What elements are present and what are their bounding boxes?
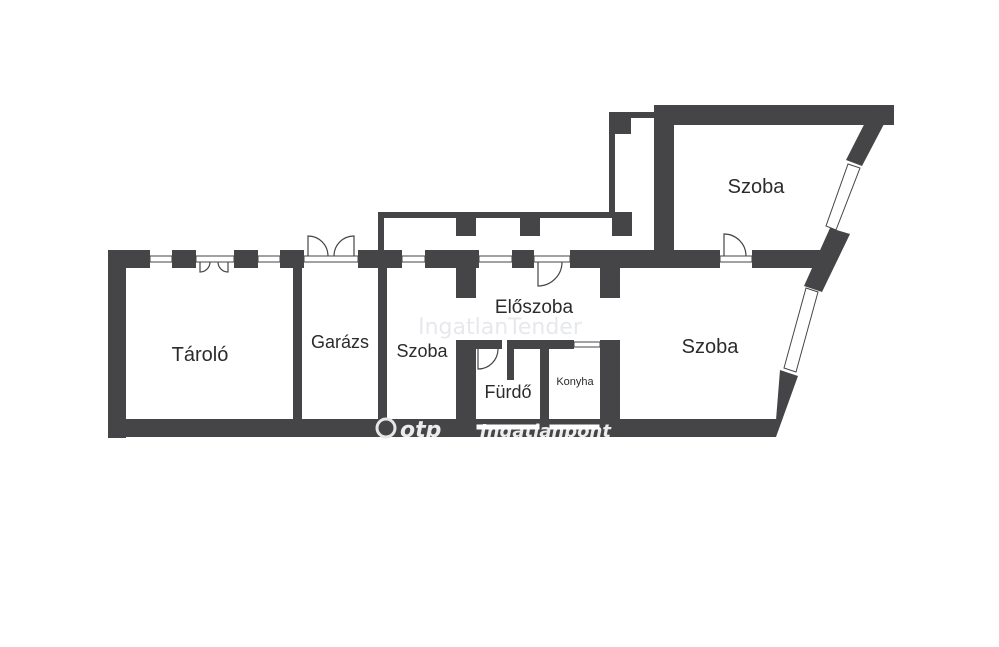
room-label-szoba-small: Szoba [396,341,448,361]
watermark-brand-suffix: Ingatlanpont [480,421,612,442]
room-label-szoba-right: Szoba [682,336,740,358]
otp-logo-icon [375,417,397,439]
room-label-eloszoba: Előszoba [495,297,574,318]
room-labels: Tároló Garázs Szoba Előszoba Fürdő Konyh… [172,176,786,402]
windows [149,163,861,431]
walls [108,105,894,438]
room-label-garazs: Garázs [311,332,369,352]
room-label-konyha: Konyha [556,376,594,388]
room-label-taroló: Tároló [172,344,229,366]
watermark-ingatlantender: IngatlanTender [418,315,583,340]
room-label-szoba-top: Szoba [728,176,786,198]
room-label-furdo: Fürdő [484,382,531,402]
doors [195,233,747,370]
watermark-brand: otp [400,418,441,443]
watermarks: IngatlanTender otp Ingatlanpont [375,315,612,443]
